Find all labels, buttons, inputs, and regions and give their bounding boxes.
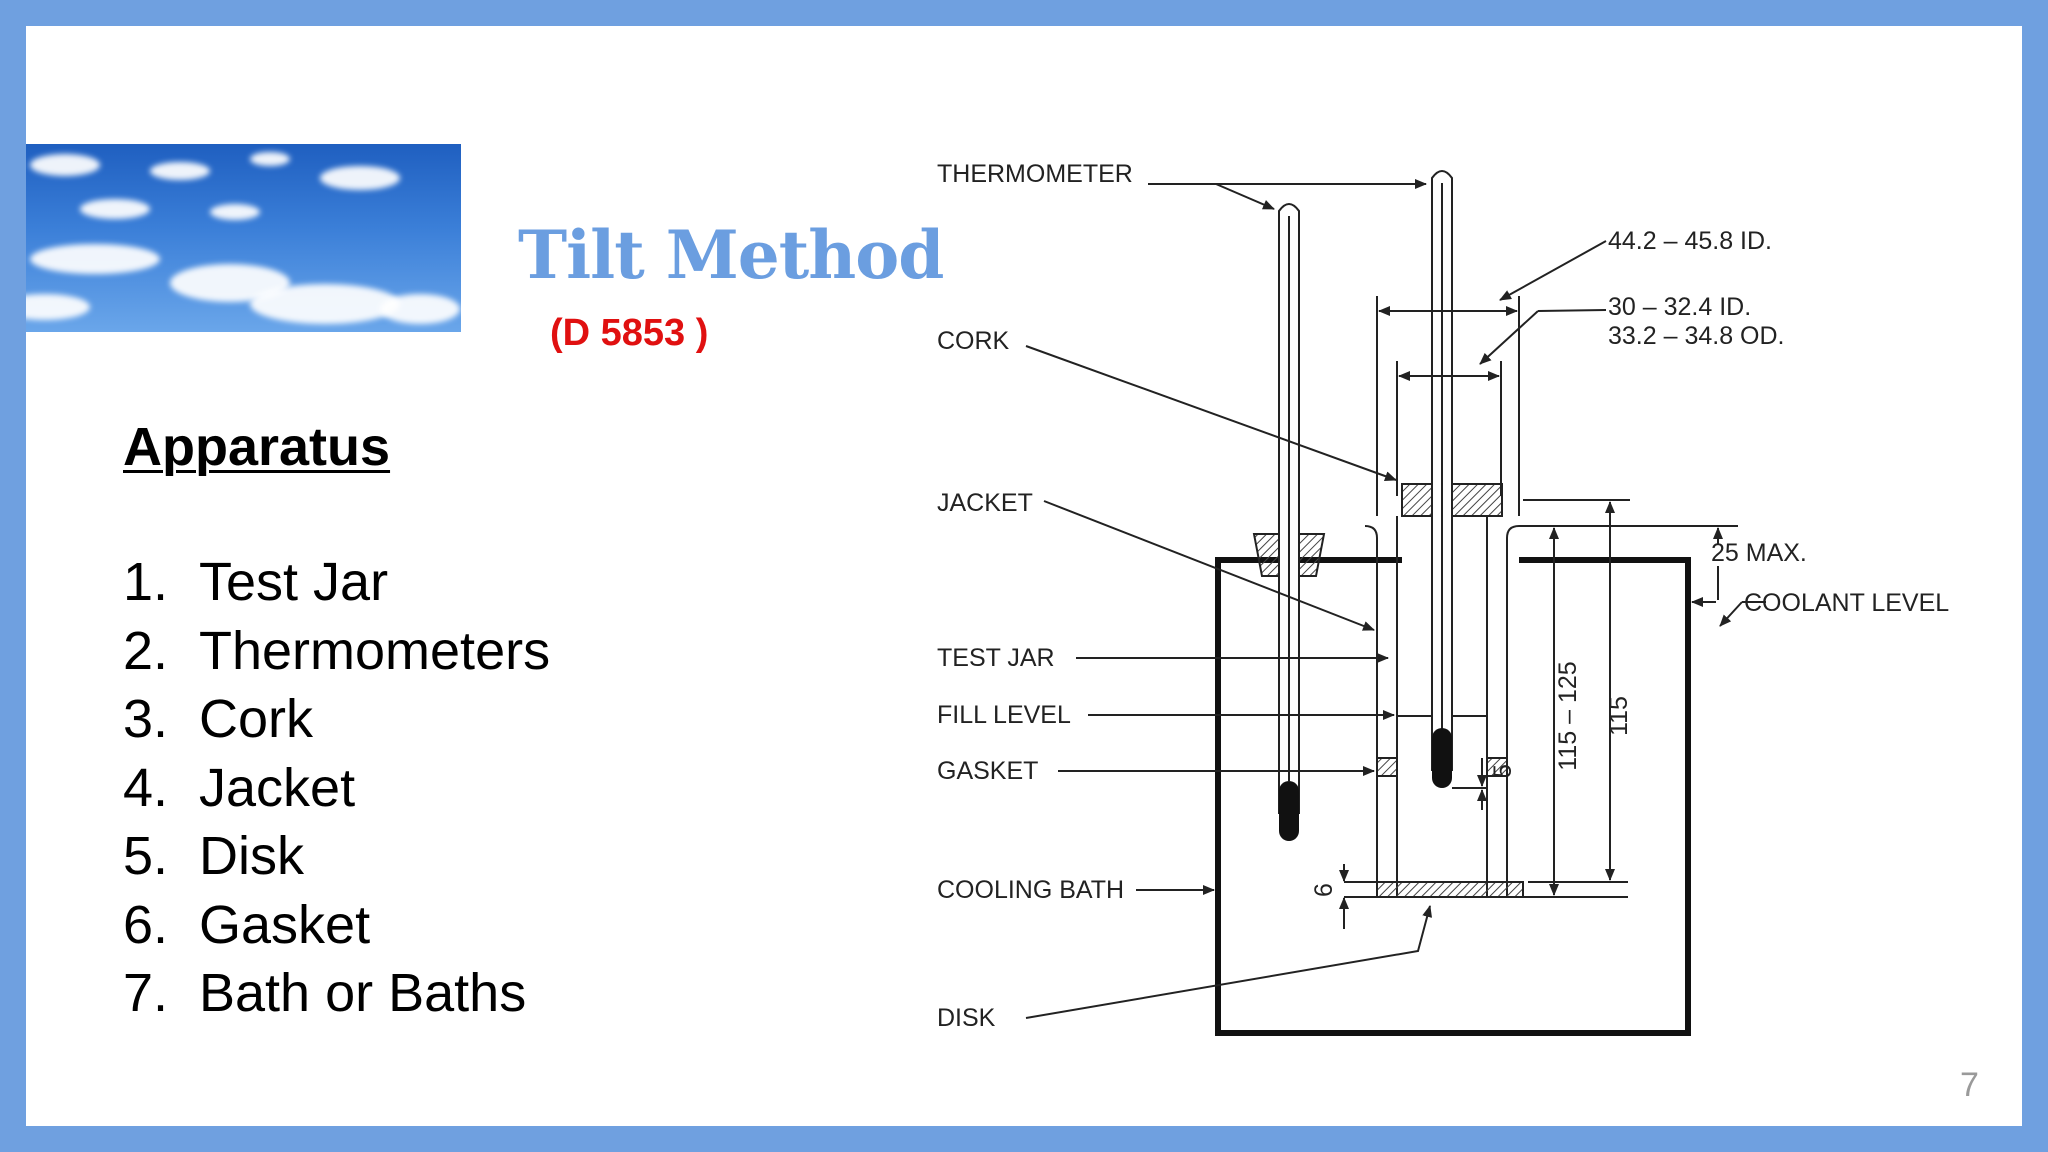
list-label: Disk <box>199 826 304 886</box>
list-item: 2. Thermometers <box>123 617 550 686</box>
label-gasket: GASKET <box>937 757 1038 785</box>
list-item: 5. Disk <box>123 822 550 891</box>
label-coolant-level: COOLANT LEVEL <box>1744 589 1949 617</box>
label-dim-115: 115 <box>1605 696 1633 736</box>
list-number: 7. <box>123 963 169 1023</box>
list-label: Jacket <box>199 757 356 818</box>
list-item: 1. Test Jar <box>123 548 550 617</box>
list-number: 1. <box>123 552 169 612</box>
label-inner-id: 30 – 32.4 ID. <box>1608 293 1751 321</box>
list-label: Thermometers <box>199 620 551 681</box>
label-disk: DISK <box>937 1004 996 1032</box>
label-dim-115-125: 115 – 125 <box>1554 661 1582 770</box>
label-jacket: JACKET <box>937 489 1033 517</box>
label-dim-5: 5 <box>1489 764 1517 778</box>
leader-lines <box>1025 179 1607 1019</box>
left-thermometer <box>1278 203 1300 841</box>
jacket-gasket <box>1376 757 1398 777</box>
list-number: 4. <box>123 757 169 818</box>
label-cooling-bath: COOLING BATH <box>937 876 1124 904</box>
list-label: Gasket <box>199 894 371 955</box>
list-label: Bath or Baths <box>199 963 527 1023</box>
list-item: 3. Cork <box>123 685 550 754</box>
label-inner-od: 33.2 – 34.8 OD. <box>1608 322 1785 350</box>
list-item: 7. Bath or Baths <box>123 959 550 1028</box>
label-cork: CORK <box>937 327 1010 355</box>
list-label: Cork <box>199 689 314 749</box>
sky-image <box>26 144 461 332</box>
label-max: 25 MAX. <box>1711 539 1807 567</box>
list-item: 6. Gasket <box>123 891 550 960</box>
apparatus-heading: Apparatus <box>123 417 391 477</box>
jacket-gasket <box>1486 757 1508 777</box>
standard-code: (D 5853 ) <box>550 312 709 354</box>
label-dim-6: 6 <box>1310 883 1338 897</box>
label-outer-diameter: 44.2 – 45.8 ID. <box>1608 227 1772 255</box>
list-number: 5. <box>123 826 169 886</box>
list-number: 3. <box>123 689 169 749</box>
dimension-lines <box>1339 296 1766 929</box>
list-number: 2. <box>123 620 169 681</box>
apparatus-list: 1. Test Jar 2. Thermometers 3. Cork 4. Jacke… <box>123 548 550 1028</box>
slide: Tilt Method (D 5853 ) Apparatus 1. Test J… <box>26 26 2022 1126</box>
cooling-bath <box>1215 557 1691 1036</box>
right-thermometer <box>1431 170 1453 788</box>
page-number: 7 <box>1960 1066 1979 1104</box>
disk <box>1376 881 1524 898</box>
label-test-jar: TEST JAR <box>937 644 1055 672</box>
list-number: 6. <box>123 894 169 955</box>
apparatus-diagram: THERMOMETER CORK JACKET TEST JAR FILL LE… <box>937 160 1949 1036</box>
label-thermometer: THERMOMETER <box>937 160 1133 188</box>
label-fill-level: FILL LEVEL <box>937 701 1071 729</box>
list-label: Test Jar <box>199 552 389 612</box>
list-item: 4. Jacket <box>123 754 550 823</box>
slide-title: Tilt Method <box>518 216 944 294</box>
jacket <box>1364 525 1520 896</box>
